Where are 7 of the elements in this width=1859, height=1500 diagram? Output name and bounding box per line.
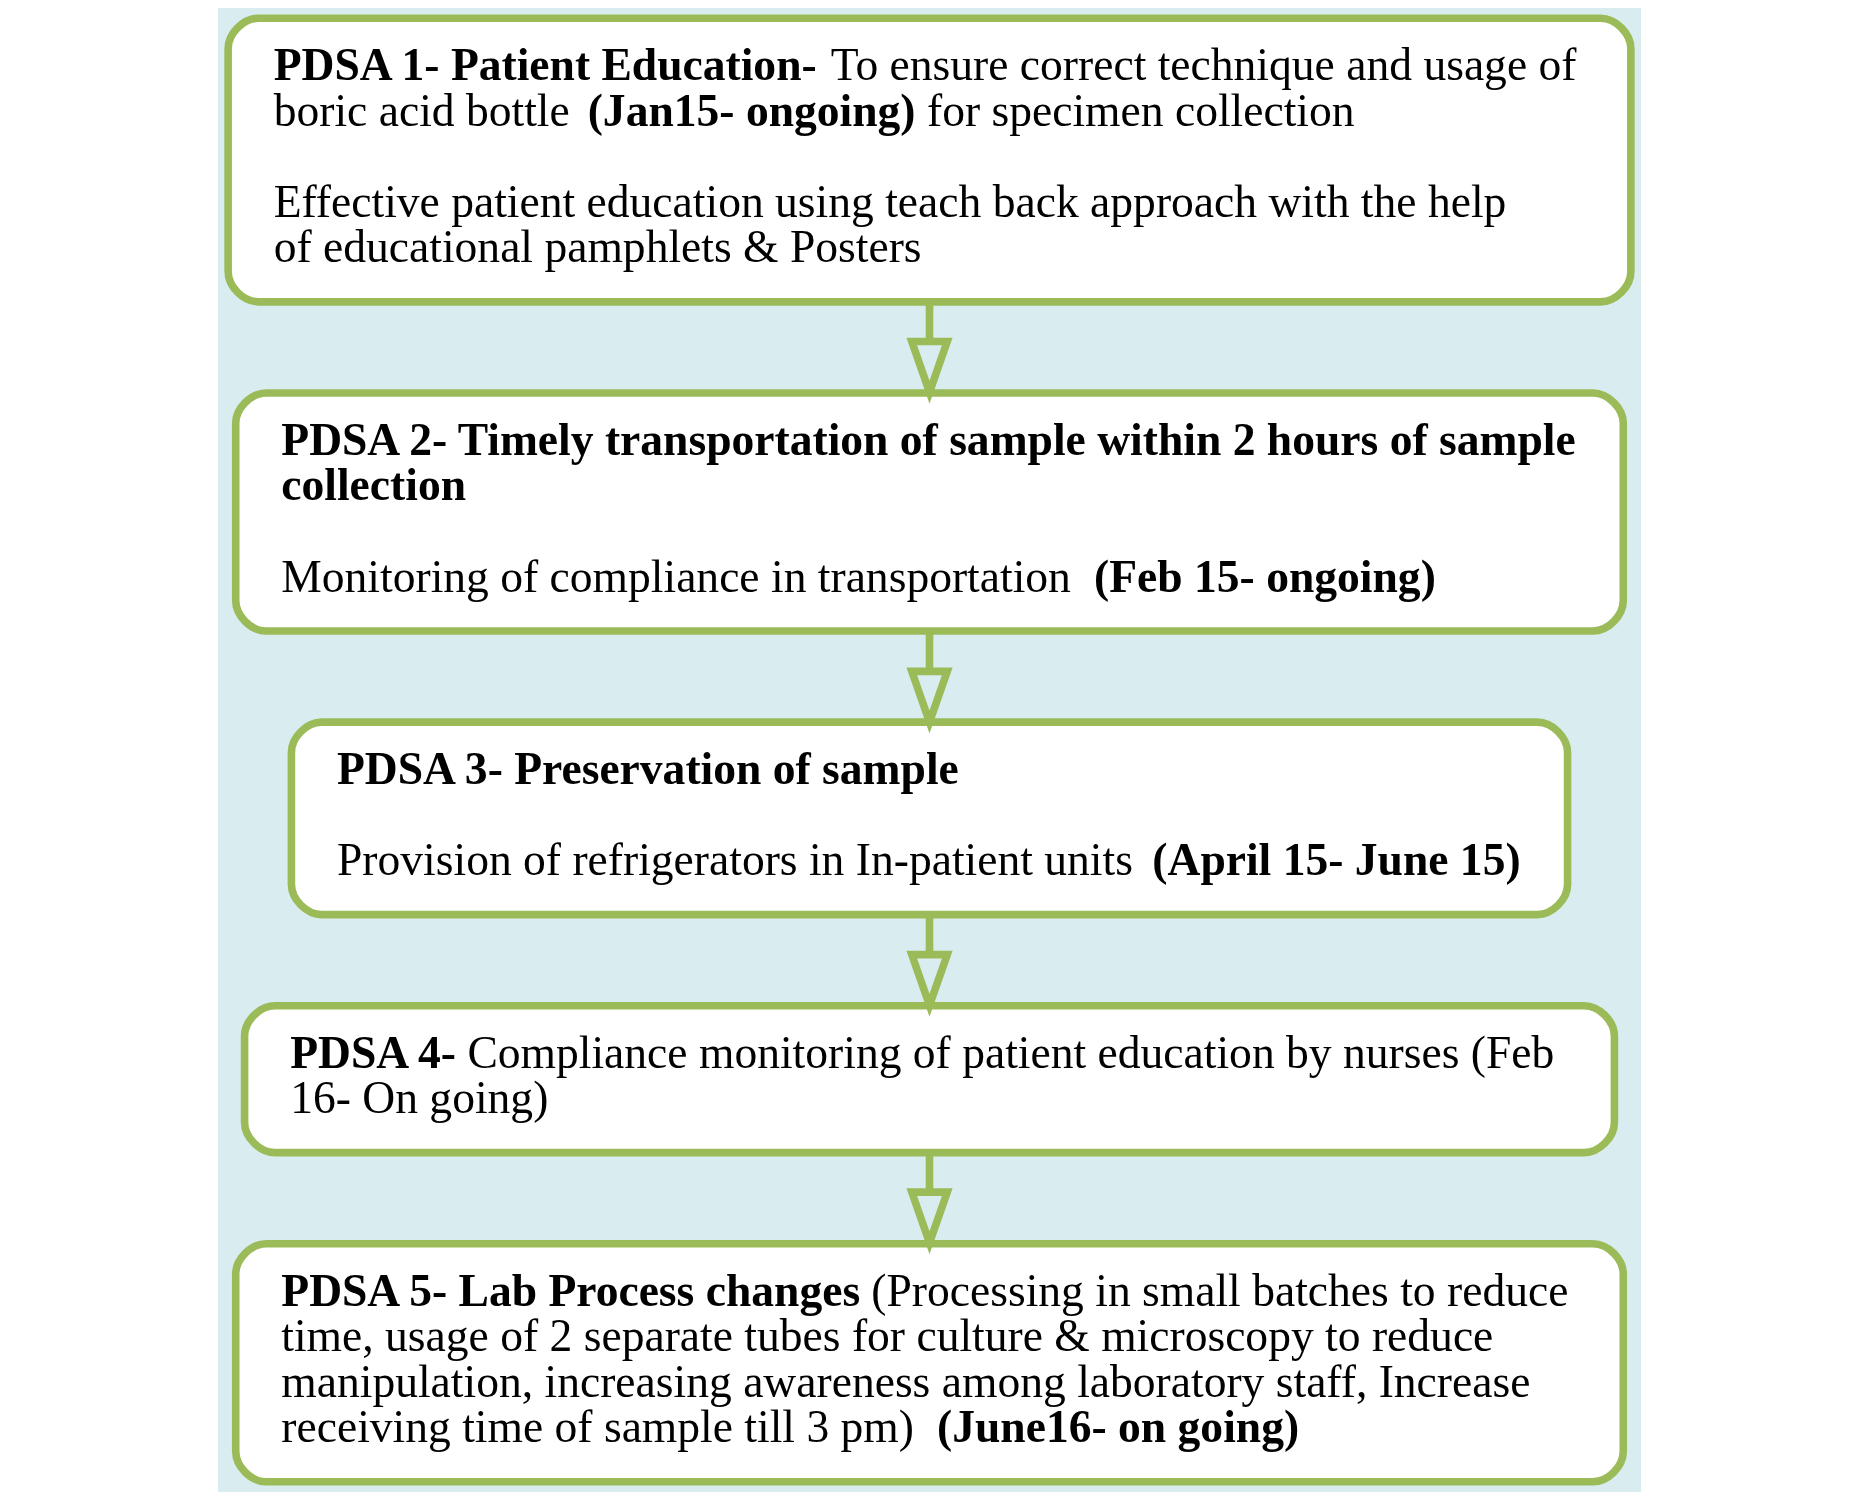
arrow xyxy=(906,631,953,734)
node-box: PDSA 5- Lab Process changes (Processing in small batches to reduce time, usage of 2 separate tubes for culture & microscopy to reduce manipulation, increasing awareness among laboratory staff, Increase receiving time of sample till 3 pm) (June16- on going) xyxy=(231,1239,1628,1486)
node-box: PDSA 3- Preservation of sample Provision of refrigerators in In-patient units (April 15- June 15) xyxy=(287,718,1572,919)
arrow xyxy=(906,302,953,404)
node-box: PDSA 1- Patient Education- To ensure correct technique and usage of boric acid bottle (Jan15- ongoing) for specimen collection Effective patient education using teach back approach with the help of educational pamphlets & Posters xyxy=(224,14,1635,306)
node-box: PDSA 2- Timely transportation of sample within 2 hours of sample collection Monitoring of compliance in transportation (Feb 15- ongoing) xyxy=(231,389,1628,635)
node-box: PDSA 4- Compliance monitoring of patient education by nurses (Feb 16- On going) xyxy=(240,1001,1619,1157)
